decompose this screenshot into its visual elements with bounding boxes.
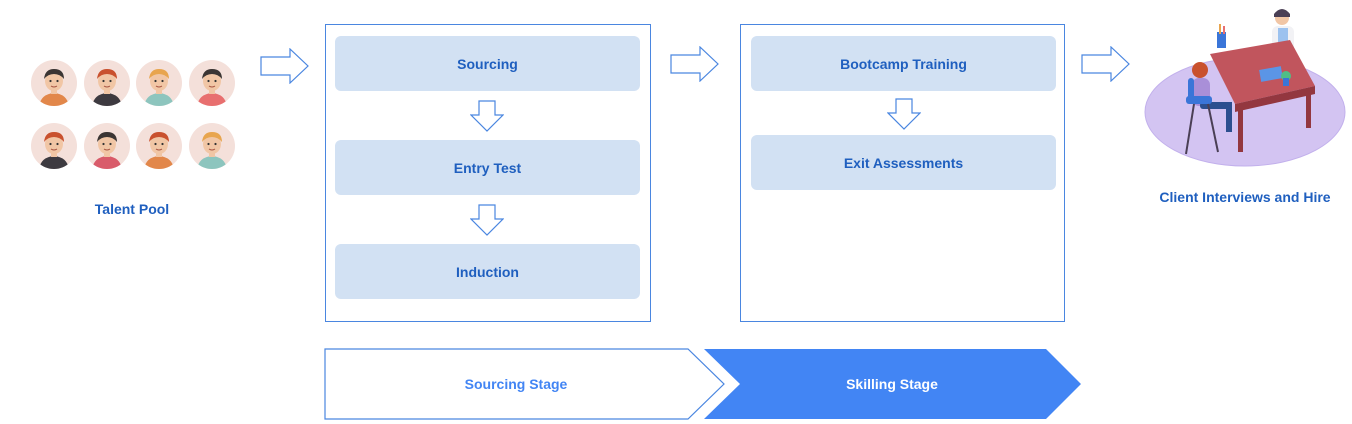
stage-banners xyxy=(324,348,1081,420)
step-entry-test: Entry Test xyxy=(335,140,640,195)
right-arrow-icon xyxy=(260,48,309,84)
avatar-icon xyxy=(136,123,182,169)
step-bootcamp-training: Bootcamp Training xyxy=(751,36,1056,91)
step-exit-assessments: Exit Assessments xyxy=(751,135,1056,190)
avatar-icon xyxy=(83,60,130,106)
skilling-stage-label: Skilling Stage xyxy=(846,376,938,392)
avatar-icon xyxy=(83,123,130,169)
skilling-stage-chevron xyxy=(704,349,1081,419)
down-arrow-icon xyxy=(470,204,504,236)
step-induction: Induction xyxy=(335,244,640,299)
down-arrow-icon xyxy=(887,98,921,130)
skilling-panel: Bootcamp Training Exit Assessments xyxy=(740,24,1065,322)
sourcing-stage-chevron xyxy=(324,348,725,420)
step-sourcing: Sourcing xyxy=(335,36,640,91)
talent-pool-label: Talent Pool xyxy=(94,201,170,217)
right-arrow-icon xyxy=(670,46,719,82)
avatar-icon xyxy=(31,60,77,106)
avatar-icon xyxy=(31,123,77,169)
avatar-icon xyxy=(188,60,235,106)
client-interviews-label: Client Interviews and Hire xyxy=(1159,189,1331,205)
sourcing-panel: Sourcing Entry Test Induction xyxy=(325,24,651,322)
interview-illustration-icon xyxy=(1144,9,1346,167)
sourcing-stage-label: Sourcing Stage xyxy=(464,376,568,392)
avatar-icon xyxy=(136,60,182,106)
down-arrow-icon xyxy=(470,100,504,132)
avatar-icon xyxy=(188,123,235,169)
right-arrow-icon xyxy=(1081,46,1130,82)
